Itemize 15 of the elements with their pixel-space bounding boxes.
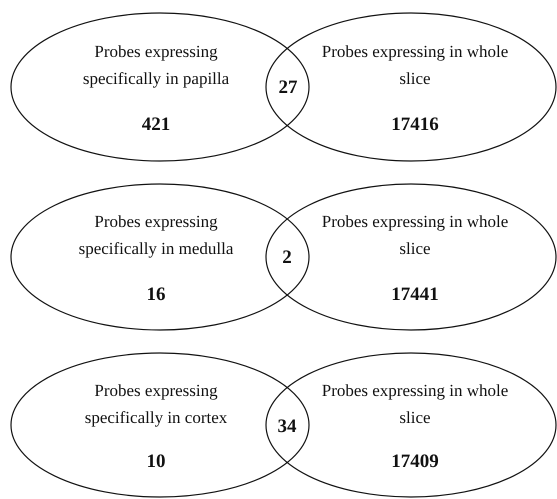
set-label: Probes expressing specifically in papilla: [82, 40, 230, 90]
set-count: 16: [146, 284, 166, 306]
set-count: 10: [146, 451, 166, 474]
overlap-count: 34: [278, 416, 296, 438]
overlap-count: 2: [282, 247, 292, 269]
set-count: 17409: [391, 451, 439, 474]
set-count: 17441: [391, 284, 439, 306]
set-label: Probes expressing in whole slice: [320, 211, 510, 260]
overlap-count: 27: [278, 77, 298, 99]
set-label: Probes expressing specifically in cortex: [84, 380, 228, 429]
set-label: Probes expressing in whole slice: [320, 380, 510, 429]
set-count: 17416: [391, 114, 439, 136]
set-label: Probes expressing specifically in medulla: [78, 211, 234, 260]
set-label: Probes expressing in whole slice: [320, 40, 510, 90]
set-count: 421: [142, 114, 170, 136]
